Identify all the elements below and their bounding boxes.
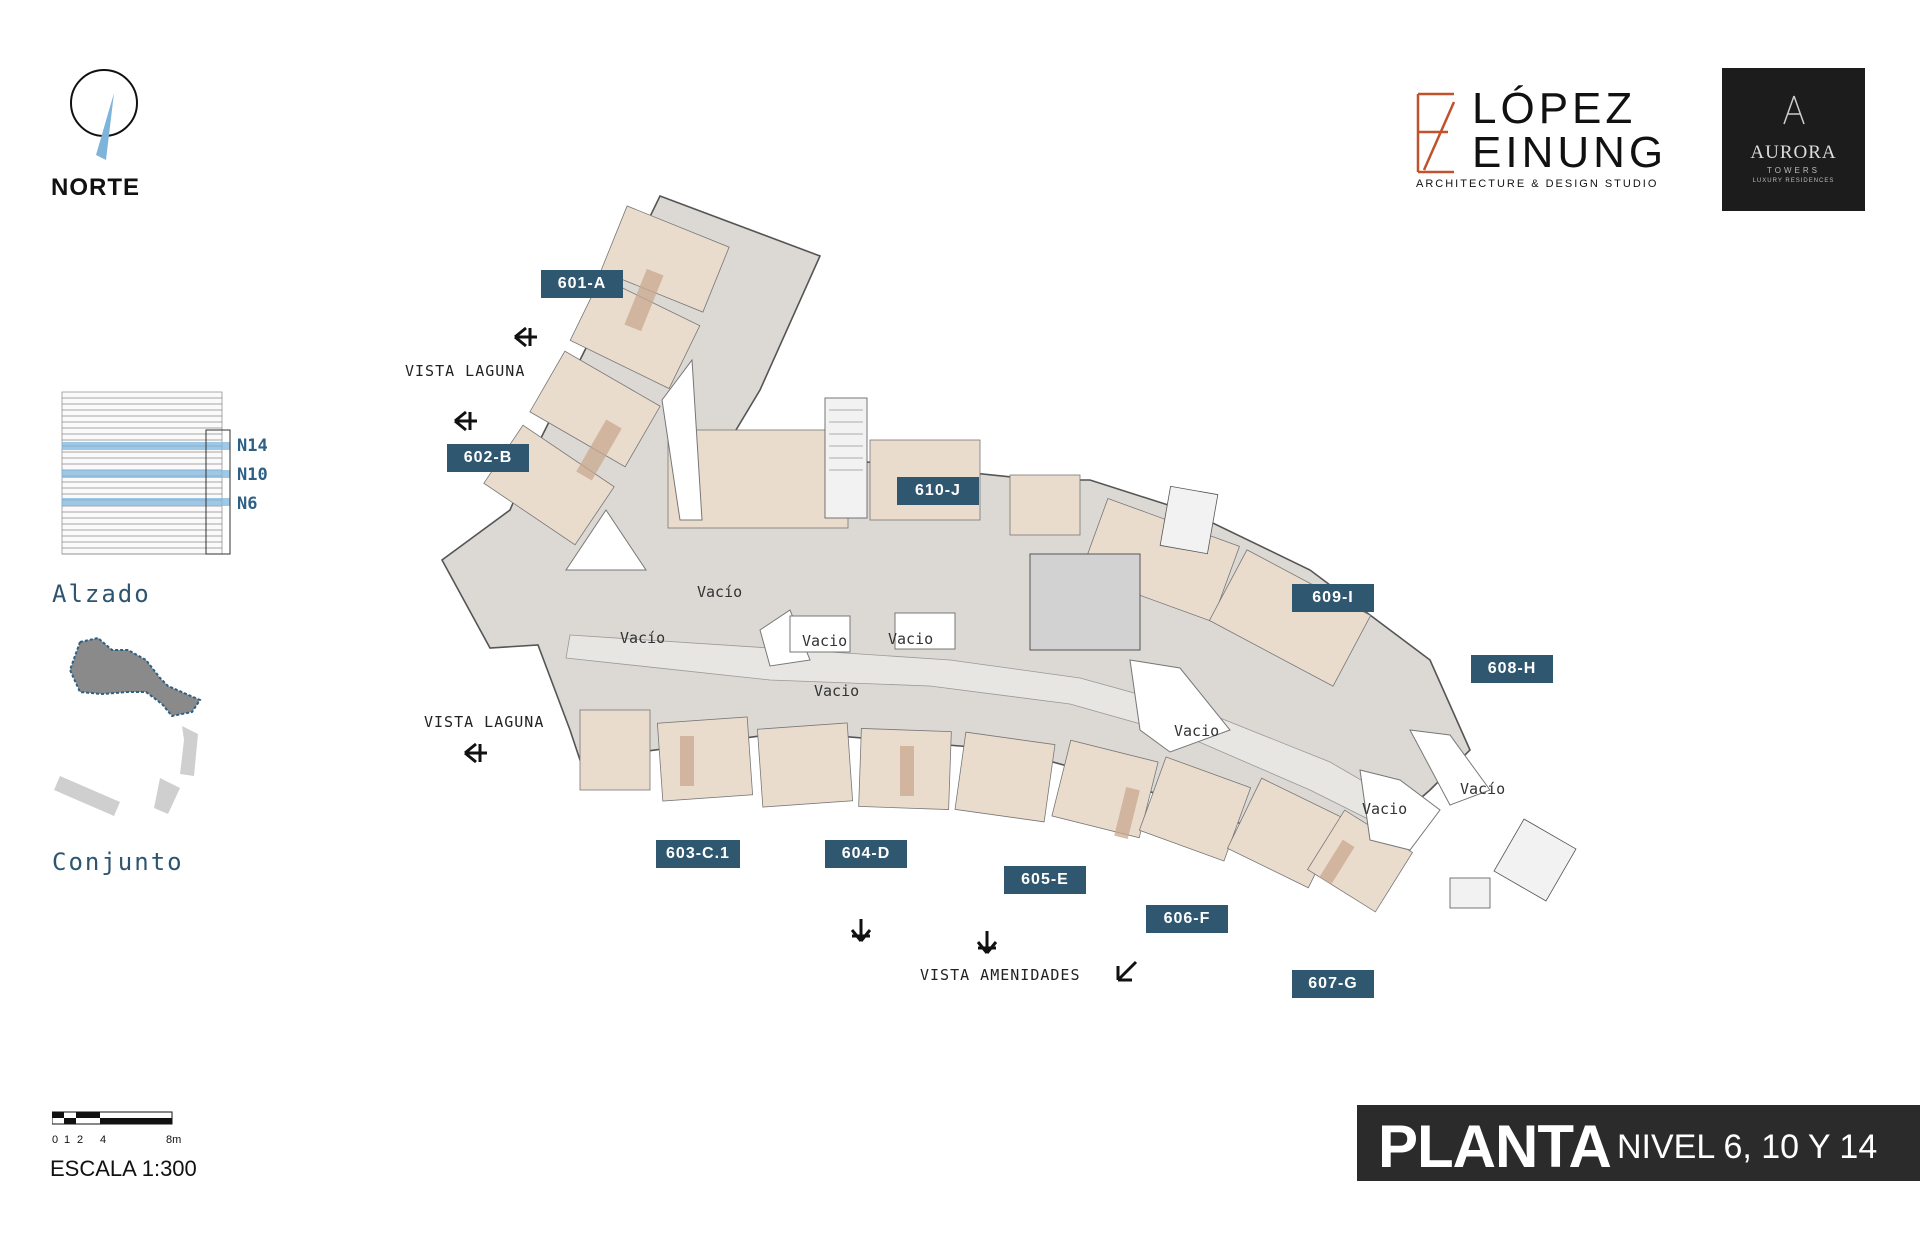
aurora-tower-icon (1783, 95, 1805, 125)
north-label: NORTE (51, 174, 140, 201)
studio-name-line1: LÓPEZ (1472, 84, 1637, 133)
scale-tick: 2 (77, 1134, 84, 1146)
title-bar (1357, 1105, 1920, 1181)
floor-plan-drawing (440, 194, 1577, 913)
view-label-amenidades: VISTA AMENIDADES (920, 966, 1081, 984)
unit-tag-610-j[interactable]: 610-J (897, 477, 979, 505)
void-label: Vacio (814, 682, 860, 700)
elevation-level-n10: N10 (237, 465, 268, 485)
scale-bar (51, 1110, 174, 1126)
studio-logo: LÓPEZ EINUNG ARCHITECTURE & DESIGN STUDI… (1414, 84, 1676, 193)
void-label: Vacío (697, 583, 743, 601)
arrow-down-icon (846, 916, 876, 951)
complex-key-plan (50, 630, 210, 830)
scale-label: ESCALA 1:300 (50, 1156, 197, 1181)
view-label-laguna-top: VISTA LAGUNA (405, 362, 526, 380)
aurora-logo: AURORA TOWERS LUXURY RESIDENCES (1722, 68, 1865, 211)
arrow-left-icon (512, 322, 542, 357)
unit-tag-609-i[interactable]: 609-I (1292, 584, 1374, 612)
north-arrow-icon (70, 69, 138, 160)
arrow-down-icon (972, 928, 1002, 963)
void-label: Vacio (888, 630, 934, 648)
unit-tag-606-f[interactable]: 606-F (1146, 905, 1228, 933)
unit-tag-607-g[interactable]: 607-G (1292, 970, 1374, 998)
void-label: Vacío (620, 629, 666, 647)
north-compass (66, 65, 146, 175)
scale-tick: 1 (64, 1134, 71, 1146)
complex-site-icon (54, 636, 202, 816)
unit-tag-605-e[interactable]: 605-E (1004, 866, 1086, 894)
elevation-level-n6: N6 (237, 494, 258, 514)
plan-subtitle: NIVEL 6, 10 Y 14 (1617, 1128, 1878, 1166)
aurora-brand-name: AURORA (1750, 142, 1837, 163)
studio-name-line2: EINUNG (1472, 128, 1668, 177)
scale-tick: 8m (166, 1134, 182, 1146)
unit-tag-602-b[interactable]: 602-B (447, 444, 529, 472)
scale-bar-icon (51, 1111, 173, 1125)
aurora-brand-sub: TOWERS (1767, 166, 1820, 175)
arrow-left-icon (462, 738, 492, 773)
elevation-building-icon (61, 391, 231, 555)
scale-tick: 0 (52, 1134, 59, 1146)
complex-label: Conjunto (52, 848, 184, 876)
elevation-diagram (60, 390, 250, 558)
aurora-brand-tagline: LUXURY RESIDENCES (1752, 178, 1835, 184)
void-label: Vacio (1174, 722, 1220, 740)
scale-tick: 4 (100, 1134, 107, 1146)
arrow-down-left-icon (1112, 956, 1142, 991)
unit-tag-603-c1[interactable]: 603-C.1 (656, 840, 740, 868)
view-label-laguna-mid: VISTA LAGUNA (424, 713, 545, 731)
studio-monogram-icon (1416, 92, 1456, 174)
arrow-left-icon (452, 406, 482, 441)
unit-tag-601-a[interactable]: 601-A (541, 270, 623, 298)
unit-tag-608-h[interactable]: 608-H (1471, 655, 1553, 683)
elevation-label: Alzado (52, 580, 151, 608)
void-label: Vacio (802, 632, 848, 650)
plan-title: PLANTA (1378, 1113, 1612, 1180)
floor-plan (430, 190, 1680, 1010)
unit-tag-604-d[interactable]: 604-D (825, 840, 907, 868)
elevation-level-n14: N14 (237, 436, 268, 456)
studio-tagline: ARCHITECTURE & DESIGN STUDIO (1416, 178, 1659, 190)
void-label: Vacio (1362, 800, 1408, 818)
void-label: Vacío (1460, 780, 1506, 798)
